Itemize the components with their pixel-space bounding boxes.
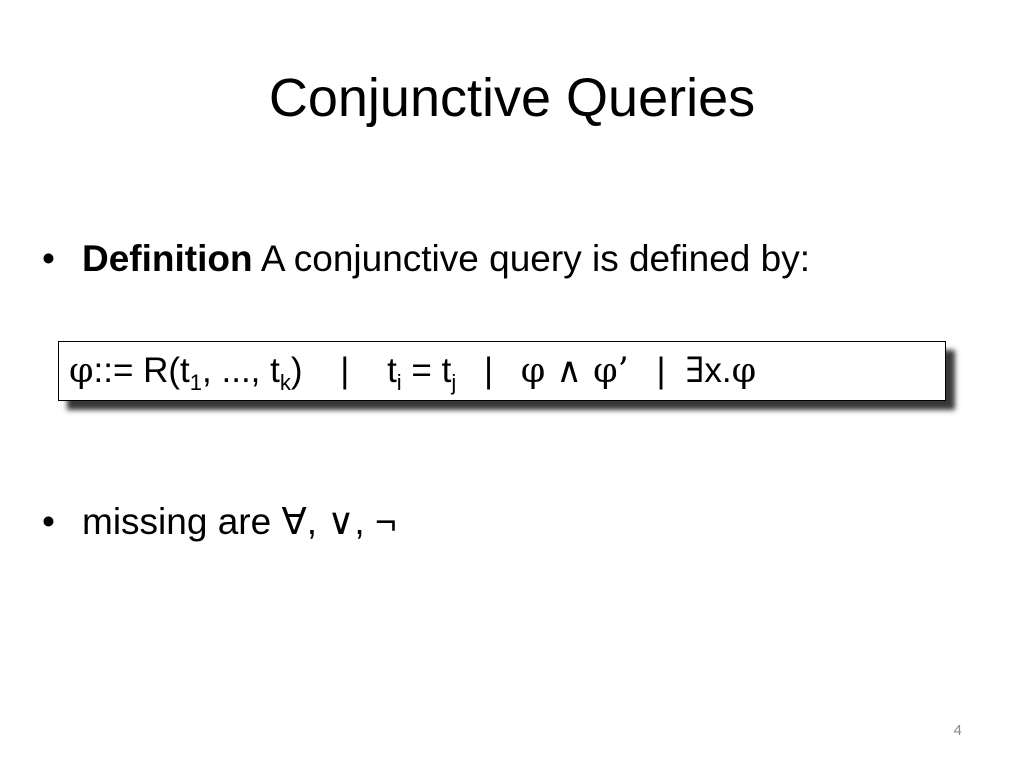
formula-sub-i: i bbox=[396, 370, 402, 395]
bullet-missing: • missing are ∀, ∨, ¬ bbox=[42, 499, 397, 545]
formula-eq: = t bbox=[401, 351, 452, 390]
definition-text: A conjunctive query is defined by: bbox=[252, 238, 810, 279]
formula-separator-1: | bbox=[340, 351, 350, 390]
exists-symbol: ∃ bbox=[685, 351, 705, 391]
definition-label: Definition bbox=[82, 238, 253, 279]
formula-sub-1: 1 bbox=[189, 370, 203, 395]
formula-separator-3: | bbox=[656, 351, 666, 390]
formula-close: ) bbox=[290, 351, 303, 390]
bullet-marker: • bbox=[42, 238, 55, 279]
phi-symbol-2: φ bbox=[731, 351, 757, 391]
formula-assign: ::= R(t bbox=[93, 351, 190, 390]
formula-separator-2: | bbox=[483, 351, 494, 390]
formula-sub-k: k bbox=[279, 370, 291, 395]
page-number: 4 bbox=[953, 722, 962, 739]
slide-title: Conjunctive Queries bbox=[268, 68, 756, 128]
formula-box: φ::= R(t1, ..., tk) | ti = tj | φ ∧ φ’ |… bbox=[58, 341, 946, 401]
grammar-formula: φ::= R(t1, ..., tk) | ti = tj | φ ∧ φ’ |… bbox=[69, 346, 756, 396]
formula-sub-j: j bbox=[451, 370, 457, 395]
formula-tail: x. bbox=[704, 351, 732, 390]
phi-symbol: φ bbox=[69, 351, 94, 391]
bullet-marker: • bbox=[42, 501, 55, 542]
missing-text: missing are ∀, ∨, ¬ bbox=[82, 501, 397, 542]
formula-conjunction: φ ∧ φ’ bbox=[520, 351, 629, 391]
formula-args: , ..., t bbox=[202, 351, 280, 390]
bullet-definition: • Definition A conjunctive query is defin… bbox=[42, 236, 810, 282]
formula-ti: t bbox=[387, 351, 397, 390]
